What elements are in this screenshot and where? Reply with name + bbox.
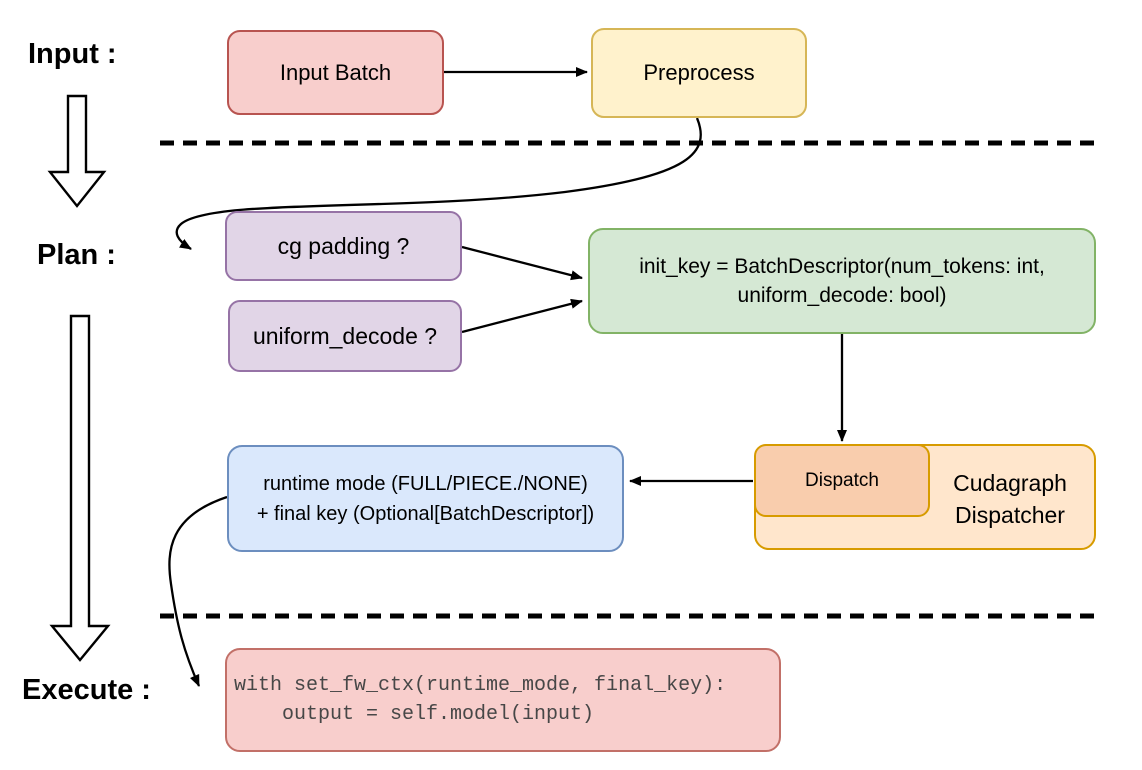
input-batch-label: Input Batch: [279, 59, 392, 85]
stage-label-input: Input :: [28, 38, 117, 70]
cg-padding-node: cg padding ?: [225, 211, 462, 281]
runtime-mode-line2: + final key (Optional[BatchDescriptor]): [256, 502, 595, 525]
uniform-decode-label: uniform_decode ?: [252, 322, 438, 349]
cudagraph-dispatcher-line2: Dispatcher: [955, 502, 1065, 528]
runtime-mode-line1: runtime mode (FULL/PIECE./NONE): [263, 472, 588, 495]
stage-arrow-input-to-plan-icon: [47, 94, 107, 208]
init-key-line2: uniform_decode: bool): [737, 284, 947, 307]
uniform-decode-node: uniform_decode ?: [228, 300, 462, 372]
stage-arrow-plan-to-execute-icon: [49, 314, 111, 662]
stage-label-plan: Plan :: [37, 239, 116, 271]
runtime-mode-node: runtime mode (FULL/PIECE./NONE) + final …: [227, 445, 624, 552]
arrow-uniformdecode-to-initkey: [461, 298, 583, 334]
init-key-line1: init_key = BatchDescriptor(num_tokens: i…: [639, 255, 1045, 278]
dispatch-node: Dispatch: [754, 444, 930, 517]
arrow-runtimemode-to-executecode: [168, 495, 228, 687]
cudagraph-dispatcher-label: Cudagraph Dispatcher: [930, 467, 1090, 531]
stage-label-execute: Execute :: [22, 674, 151, 706]
cg-padding-label: cg padding ?: [277, 232, 410, 259]
preprocess-label: Preprocess: [643, 60, 755, 86]
arrow-cgpadding-to-initkey: [461, 245, 583, 281]
init-key-node: init_key = BatchDescriptor(num_tokens: i…: [588, 228, 1096, 334]
execute-code-line2: output = self.model(input): [234, 703, 595, 726]
execute-code-line1: with set_fw_ctx(runtime_mode, final_key)…: [234, 674, 727, 697]
execute-code-node: with set_fw_ctx(runtime_mode, final_key)…: [225, 648, 781, 752]
preprocess-node: Preprocess: [591, 28, 807, 118]
input-batch-node: Input Batch: [227, 30, 444, 115]
cudagraph-dispatcher-line1: Cudagraph: [953, 470, 1067, 496]
dispatch-label: Dispatch: [805, 469, 879, 491]
